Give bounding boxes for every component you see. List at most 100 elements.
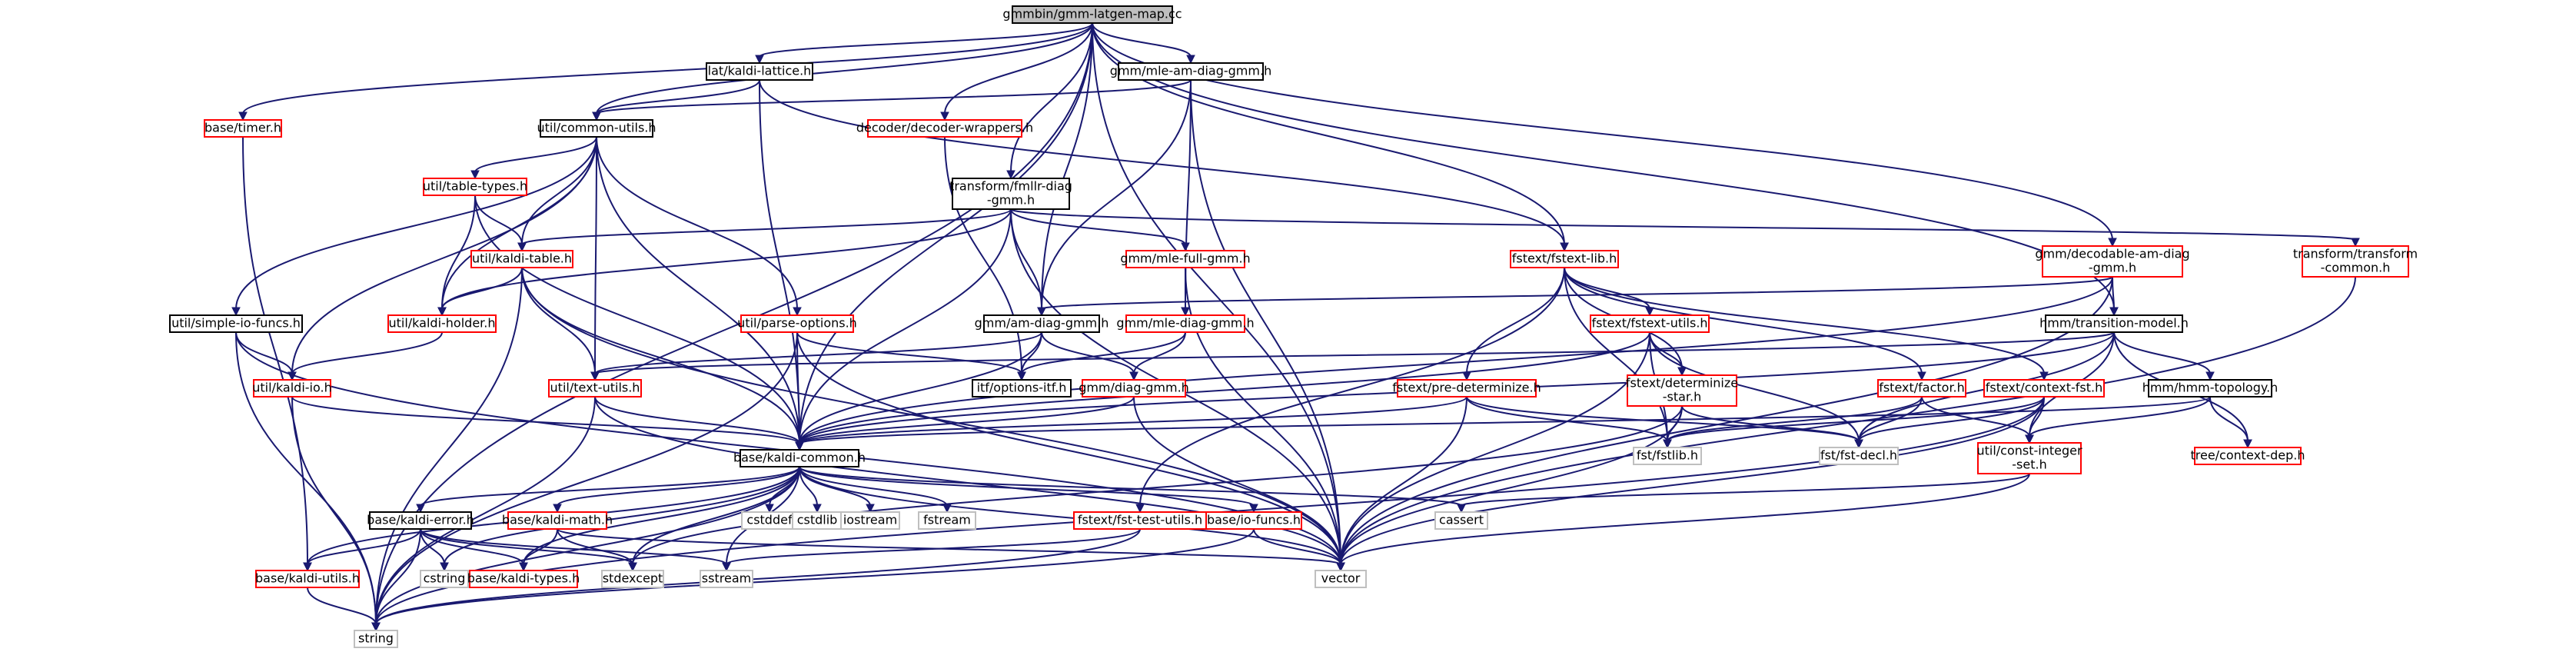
node-fstext-pre-determinize[interactable]: fstext/pre-determinize.h [1392, 379, 1541, 398]
node-box-stdexcept [601, 570, 664, 588]
node-cstddef[interactable]: cstddef [741, 511, 798, 530]
edge-root-to-gmm-decodable [1092, 22, 2113, 241]
node-base-timer[interactable]: base/timer.h [204, 119, 282, 138]
node-util-common-utils[interactable]: util/common-utils.h [537, 119, 656, 138]
node-box-fstext-fstext-lib [1510, 250, 1619, 268]
node-lat-kaldi-lattice[interactable]: lat/kaldi-lattice.h [706, 62, 813, 81]
node-label-fstream: fstream [923, 513, 971, 527]
node-label-util-kaldi-io: util/kaldi-io.h [252, 381, 331, 395]
edge-fstext-determinize-star-to-vector [1340, 405, 1683, 565]
node-stdexcept[interactable]: stdexcept [601, 570, 664, 588]
node-box-vector [1315, 570, 1367, 588]
node-gmm-decodable[interactable]: gmm/decodable-am-diag-gmm.h [2035, 245, 2190, 278]
edge-util-kaldi-io-to-base-kaldi-common [291, 396, 800, 444]
node-decoder-wrappers[interactable]: decoder/decoder-wrappers.h [856, 119, 1033, 138]
node-gmm-mle-diag[interactable]: gmm/mle-diag-gmm.h [1116, 314, 1255, 333]
node-transform-fmllr[interactable]: transform/fmllr-diag-gmm.h [949, 178, 1072, 210]
node-box-base-timer [204, 119, 282, 138]
node-label-itf-options: itf/options-itf.h [977, 381, 1067, 395]
node-box-gmm-am-diag [983, 314, 1100, 333]
node-label-iostream: iostream [843, 513, 897, 527]
arrowhead-transform-fmllr-to-util-kaldi-table [517, 242, 527, 252]
node-hmm-transition-model[interactable]: hmm/transition-model.h [2039, 314, 2189, 333]
edge-gmm-am-diag-to-gmm-diag-gmm [1041, 331, 1135, 374]
arrowhead-gmm-mle-diag-to-itf-options [1017, 371, 1026, 381]
node-util-table-types[interactable]: util/table-types.h [423, 178, 527, 196]
edge-util-text-utils-to-base-kaldi-common [594, 396, 800, 444]
edge-util-parse-options-to-string [375, 331, 798, 625]
node-gmm-diag-gmm[interactable]: gmm/diag-gmm.h [1079, 379, 1189, 398]
edge-root-to-base-timer [242, 22, 1093, 115]
node-root[interactable]: gmmbin/gmm-latgen-map.cc [1002, 5, 1182, 24]
node-label-cstdlib: cstdlib [797, 513, 838, 527]
node-tree-context-dep[interactable]: tree/context-dep.h [2190, 447, 2305, 465]
arrowhead-hmm-hmm-topology-to-tree-context-dep [2243, 439, 2252, 449]
node-base-kaldi-common[interactable]: base/kaldi-common.h [733, 449, 866, 467]
node-transform-transform-common[interactable]: transform/transform-common.h [2293, 245, 2418, 278]
edge-util-kaldi-table-to-string [375, 267, 523, 625]
node-cassert[interactable]: cassert [1434, 511, 1488, 530]
arrowhead-root-to-base-timer [238, 111, 248, 121]
node-fstext-context-fst[interactable]: fstext/context-fst.h [1983, 379, 2105, 398]
arrowhead-fstext-fstext-lib-to-fstext-pre-determinize [1462, 371, 1471, 381]
node-util-kaldi-holder[interactable]: util/kaldi-holder.h [387, 314, 497, 333]
node-box-util-kaldi-table [470, 250, 573, 268]
edge-fstext-fstext-lib-to-fstext-fstext-utils [1564, 267, 1650, 310]
node-base-kaldi-types[interactable]: base/kaldi-types.h [467, 570, 580, 588]
edge-base-kaldi-common-to-base-kaldi-types [523, 466, 800, 565]
node-util-kaldi-io[interactable]: util/kaldi-io.h [252, 379, 332, 398]
node-fstext-fstext-lib[interactable]: fstext/fstext-lib.h [1510, 250, 1619, 268]
node-cstdlib[interactable]: cstdlib [792, 511, 843, 530]
node-box-gmm-decodable [2042, 245, 2183, 278]
arrowhead-util-kaldi-holder-to-util-kaldi-io [288, 371, 297, 381]
edge-base-kaldi-common-to-base-kaldi-math [557, 466, 800, 507]
node-label-base-kaldi-utils: base/kaldi-utils.h [255, 571, 360, 586]
edge-util-table-types-to-util-kaldi-holder [441, 195, 476, 310]
edge-gmm-decodable-to-base-kaldi-common [799, 276, 2113, 444]
node-box-util-const-integer-set [1977, 442, 2082, 474]
node-label-fst-fst-decl: fst/fst-decl.h [1820, 448, 1897, 463]
arrowhead-fstext-fstext-utils-to-fstext-determinize-star [1677, 367, 1687, 377]
node-base-io-funcs[interactable]: base/io-funcs.h [1205, 511, 1302, 530]
arrowhead-util-common-utils-to-util-parse-options [793, 307, 802, 317]
node-fstream[interactable]: fstream [918, 511, 976, 530]
node-label-fstext-fstext-utils: fstext/fstext-utils.h [1591, 316, 1707, 331]
node-box-gmm-mle-full [1125, 250, 1245, 268]
node-util-parse-options[interactable]: util/parse-options.h [737, 314, 857, 333]
edge-base-kaldi-error-to-base-kaldi-types [420, 528, 524, 565]
arrowhead-hmm-hmm-topology-to-base-kaldi-common [795, 441, 804, 451]
node-iostream[interactable]: iostream [840, 511, 900, 530]
node-hmm-hmm-topology[interactable]: hmm/hmm-topology.h [2142, 379, 2279, 398]
node-util-kaldi-table[interactable]: util/kaldi-table.h [470, 250, 573, 268]
node-fstext-determinize-star[interactable]: fstext/determinize-star.h [1626, 374, 1738, 407]
node-fst-fstlib[interactable]: fst/fstlib.h [1633, 447, 1702, 465]
edge-transform-fmllr-to-gmm-am-diag [1010, 208, 1042, 310]
node-util-text-utils[interactable]: util/text-utils.h [548, 379, 642, 398]
node-itf-options[interactable]: itf/options-itf.h [972, 379, 1072, 398]
arrowhead-hmm-transition-model-to-hmm-hmm-topology [2205, 371, 2215, 381]
node-sstream[interactable]: sstream [700, 570, 753, 588]
node-gmm-mle-am-diag[interactable]: gmm/mle-am-diag-gmm.h [1110, 62, 1271, 81]
node-box-decoder-wrappers [867, 119, 1022, 138]
arrowhead-base-kaldi-common-to-cassert [1457, 504, 1466, 514]
node-box-gmm-mle-am-diag [1118, 62, 1264, 81]
node-base-kaldi-math[interactable]: base/kaldi-math.h [502, 511, 613, 530]
node-box-transform-transform-common [2302, 245, 2409, 278]
node-box-fst-fst-decl [1819, 447, 1899, 465]
node-string[interactable]: string [354, 630, 398, 648]
node-gmm-am-diag[interactable]: gmm/am-diag-gmm.h [975, 314, 1109, 333]
node-base-kaldi-utils[interactable]: base/kaldi-utils.h [255, 570, 360, 588]
node-util-const-integer-set[interactable]: util/const-integer-set.h [1976, 442, 2082, 474]
edge-base-io-funcs-to-string [375, 528, 1255, 625]
node-fstext-fstext-utils[interactable]: fstext/fstext-utils.h [1590, 314, 1710, 333]
node-cstring[interactable]: cstring [420, 570, 469, 588]
node-fstext-fst-test-utils[interactable]: fstext/fst-test-utils.h [1073, 511, 1207, 530]
node-util-simple-io[interactable]: util/simple-io-funcs.h [169, 314, 303, 333]
node-base-kaldi-error[interactable]: base/kaldi-error.h [367, 511, 474, 530]
node-vector[interactable]: vector [1315, 570, 1367, 588]
node-label-util-common-utils: util/common-utils.h [537, 121, 656, 135]
node-fst-fst-decl[interactable]: fst/fst-decl.h [1819, 447, 1899, 465]
edge-util-common-utils-to-util-text-utils [594, 136, 597, 374]
node-gmm-mle-full[interactable]: gmm/mle-full-gmm.h [1120, 250, 1251, 268]
node-fstext-factor[interactable]: fstext/factor.h [1877, 379, 1966, 398]
